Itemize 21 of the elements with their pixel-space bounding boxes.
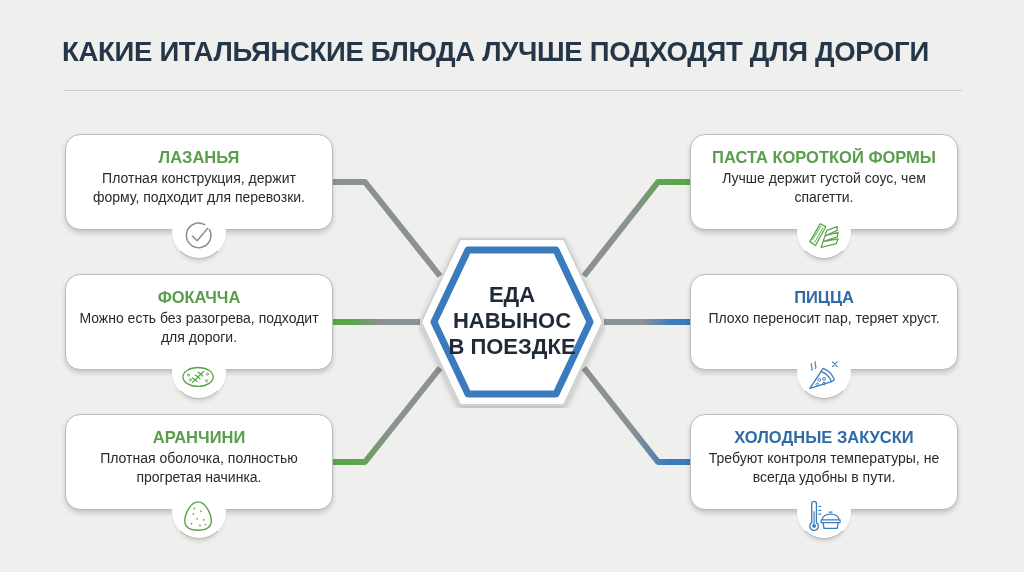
hub-title: ЕДА НАВЫНОС В ПОЕЗДКЕ [447, 282, 577, 360]
card-heading: ФОКАЧЧА [156, 287, 242, 307]
title: КАКИЕ ИТАЛЬЯНСКИЕ БЛЮДА ЛУЧШЕ ПОДХОДЯТ ДЛЯ ДОРОГИ [62, 36, 930, 68]
card-description: Плохо переносит пар, теряет хруст. [707, 309, 941, 328]
connector-line [333, 319, 420, 325]
connector-line [333, 366, 443, 465]
connector-line [333, 179, 443, 278]
card-heading: ЛАЗАНЬЯ [157, 147, 241, 167]
connector-line [604, 319, 690, 325]
card-description: Лучше держит густой соус, чем спагетти. [721, 169, 927, 207]
connector-line [581, 366, 690, 465]
card-heading: ПИЦЦА [793, 287, 855, 307]
card-description: Плотная конструкция, держит форму, подходит для перевозки. [92, 169, 306, 207]
card-description: Можно есть без разогрева, подходит для дороги. [79, 309, 319, 347]
card-heading: ХОЛОДНЫЕ ЗАКУСКИ [733, 427, 915, 447]
card-heading: ПАСТА КОРОТКОЙ ФОРМЫ [711, 147, 937, 167]
hexagon-hub [418, 236, 606, 408]
card-heading: АРАНЧИНИ [151, 427, 247, 447]
connector-line [581, 179, 690, 278]
card-description: Плотная оболочка, полностью прогретая начинка. [99, 449, 299, 487]
card-description: Требуют контроля температуры, не всегда удобны в пути. [707, 449, 941, 487]
